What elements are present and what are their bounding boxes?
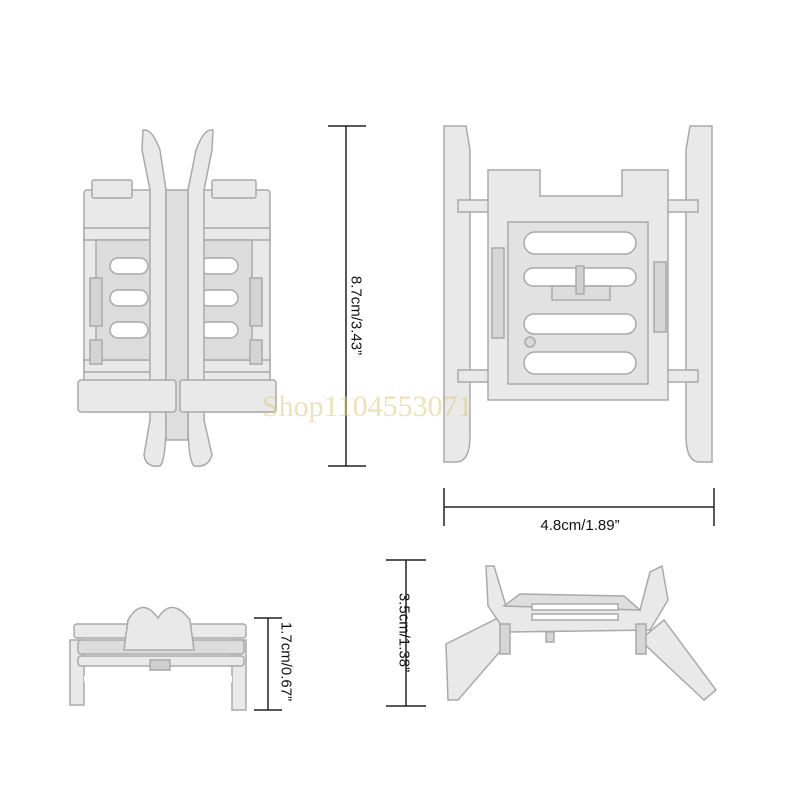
dimension-lines bbox=[254, 125, 715, 711]
unfolded-top-view bbox=[443, 125, 713, 463]
shop-watermark: Shop1104553071 bbox=[262, 390, 473, 423]
folded-side-view bbox=[69, 606, 247, 711]
depth-dimension-label: 3.5cm/1.38” bbox=[395, 592, 413, 673]
folded-top-view bbox=[77, 129, 277, 468]
height-dimension-label: 8.7cm/3.43” bbox=[347, 275, 365, 356]
folded-dimension-label: 1.7cm/0.67” bbox=[277, 621, 295, 702]
width-dimension-label: 4.8cm/1.89” bbox=[540, 517, 620, 534]
perspective-view bbox=[445, 564, 718, 702]
